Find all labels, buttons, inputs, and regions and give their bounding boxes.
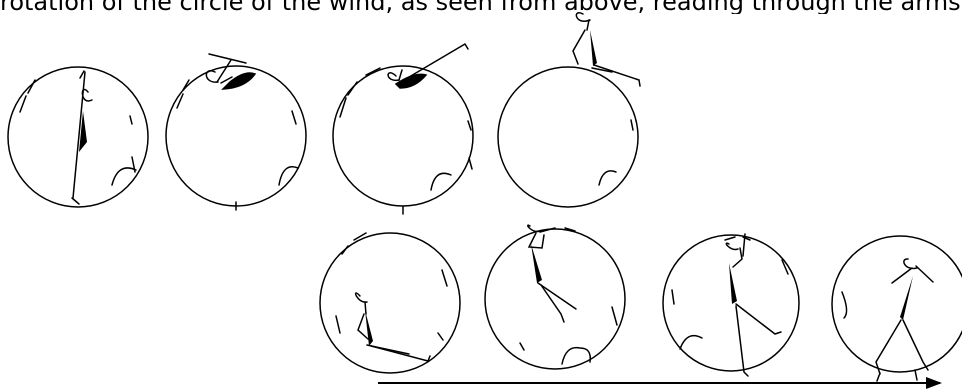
frame-5: [320, 233, 460, 373]
frame-8: [832, 236, 962, 381]
frame-7: [663, 234, 799, 376]
frame-1: [8, 67, 148, 207]
frame-6: [485, 225, 625, 369]
frame-3: [333, 44, 473, 214]
frame-2: [166, 54, 306, 210]
frame-4: [498, 13, 640, 207]
